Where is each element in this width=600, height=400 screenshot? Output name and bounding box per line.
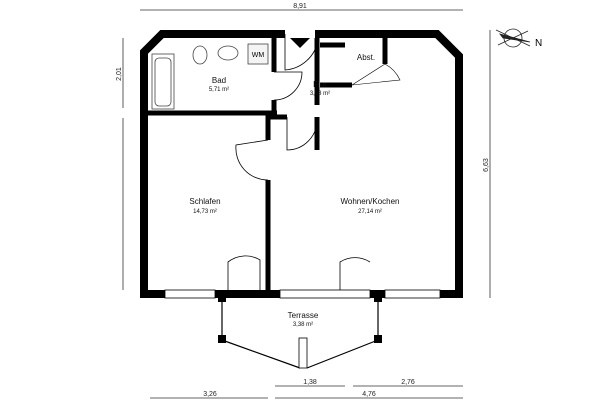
windows [164, 289, 441, 299]
room-area-wohnen: 27,14 m² [358, 209, 382, 215]
room-area-schlafen: 14,73 m² [193, 209, 217, 215]
terrace-railing [221, 298, 379, 369]
washer-icon [247, 43, 269, 65]
room-area-terrasse: 3,38 m² [293, 322, 313, 328]
room-name-wohnen: Wohnen/Kochen [340, 197, 399, 206]
dimension-lines [122, 9, 491, 399]
room-area-flur: 3,53 m² [310, 91, 330, 97]
room-name-bad: Bad [212, 76, 226, 85]
dim-top: 8,91 [293, 3, 307, 10]
terrace-posts [218, 295, 382, 343]
interior-walls [148, 38, 388, 290]
dim-bottom-a: 1,38 [303, 379, 317, 386]
toilet-icon [192, 45, 208, 65]
dim-bottom-c: 3,26 [203, 391, 217, 398]
sink-icon [217, 45, 239, 61]
compass-north-label: N [535, 38, 542, 49]
entrance-arrow-icon [290, 38, 310, 48]
washer-label: WM [252, 52, 265, 59]
room-name-abst: Abst. [357, 53, 375, 62]
doors [227, 34, 401, 290]
dim-right: 6,63 [483, 158, 490, 172]
room-area-bad: 5,71 m² [209, 87, 229, 93]
room-name-schlafen: Schlafen [189, 197, 220, 206]
bathroom-fixtures [151, 43, 269, 110]
dim-left-top: 2,01 [116, 67, 123, 81]
room-name-flur: Flur [313, 80, 327, 89]
dim-bottom-b: 2,76 [401, 379, 415, 386]
room-name-terrasse: Terrasse [288, 311, 319, 320]
compass-icon [495, 28, 531, 48]
terrace-gate [298, 337, 308, 369]
walls [140, 30, 463, 298]
dim-bottom-d: 4,76 [362, 391, 376, 398]
